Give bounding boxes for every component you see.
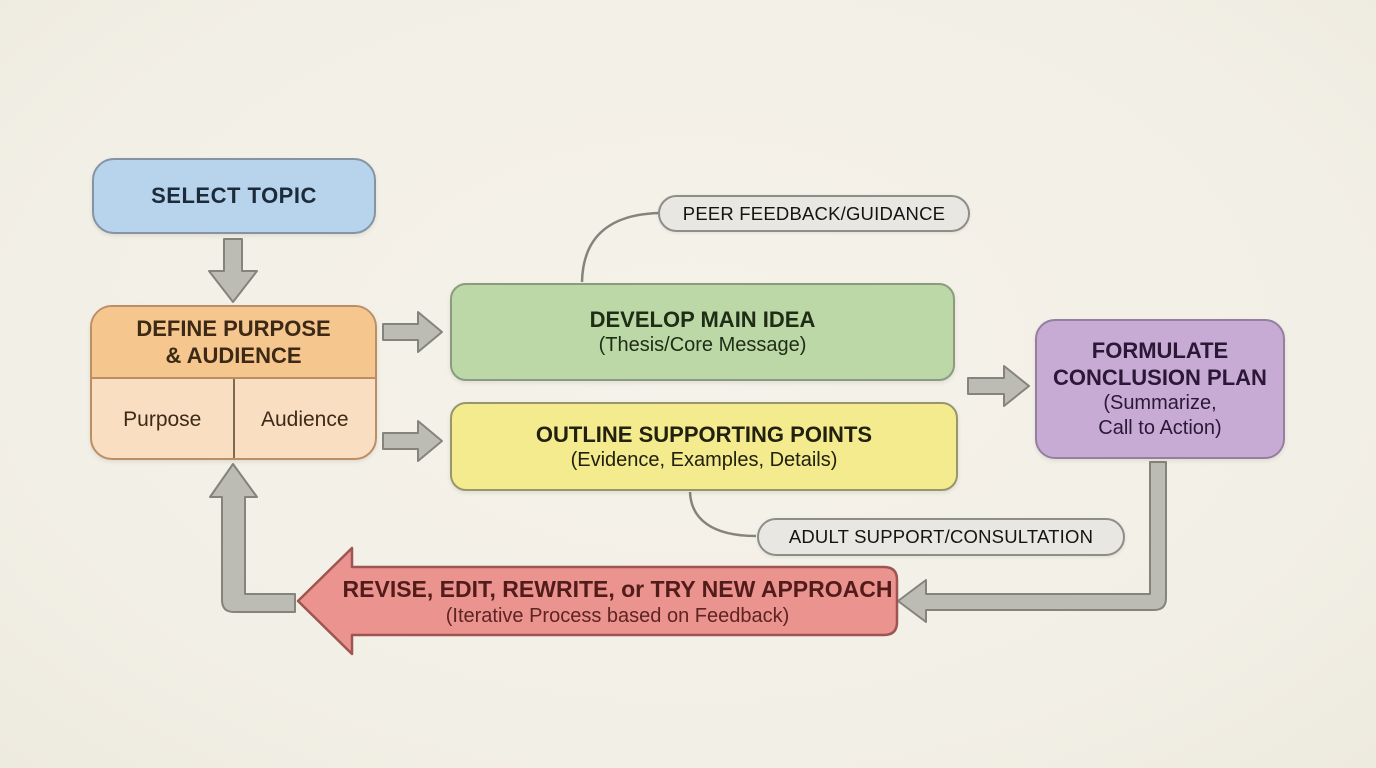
arrow-right-icon	[382, 311, 443, 353]
develop-subtitle: (Thesis/Core Message)	[598, 334, 807, 356]
develop-title: DEVELOP MAIN IDEA	[589, 307, 816, 332]
select-topic-label: SELECT TOPIC	[151, 183, 317, 208]
arrow-right-icon	[382, 420, 443, 462]
define-purpose-title-line2: & AUDIENCE	[165, 343, 302, 368]
pill-adult-support: ADULT SUPPORT/CONSULTATION	[757, 518, 1125, 556]
arrow-down-icon	[208, 238, 258, 303]
revise-title: REVISE, EDIT, REWRITE, or TRY NEW APPROA…	[342, 576, 893, 602]
purpose-cell-label: Purpose	[123, 407, 202, 431]
pill-peer-feedback: PEER FEEDBACK/GUIDANCE	[658, 195, 970, 232]
define-purpose-cells: Purpose Audience	[92, 379, 376, 458]
purpose-cell: Purpose	[92, 379, 235, 458]
node-outline-points: OUTLINE SUPPORTING POINTS (Evidence, Exa…	[450, 402, 958, 491]
peer-feedback-label: PEER FEEDBACK/GUIDANCE	[682, 202, 946, 224]
node-develop-main-idea: DEVELOP MAIN IDEA (Thesis/Core Message)	[450, 283, 955, 381]
conclusion-subtitle-line1: (Summarize,	[1103, 392, 1217, 414]
define-purpose-header: DEFINE PURPOSE & AUDIENCE	[92, 307, 375, 379]
conclusion-title-line1: FORMULATE	[1091, 338, 1229, 363]
adult-support-label: ADULT SUPPORT/CONSULTATION	[788, 526, 1094, 547]
audience-cell: Audience	[235, 379, 376, 458]
revise-subtitle: (Iterative Process based on Feedback)	[445, 605, 790, 627]
node-revise: REVISE, EDIT, REWRITE, or TRY NEW APPROA…	[335, 575, 900, 629]
outline-subtitle: (Evidence, Examples, Details)	[570, 448, 838, 471]
define-purpose-title-line1: DEFINE PURPOSE	[136, 316, 331, 341]
connector-conclusion-to-revise	[897, 461, 1167, 623]
audience-cell-label: Audience	[260, 407, 349, 431]
node-select-topic: SELECT TOPIC	[92, 158, 376, 234]
revise-arrow-shape	[296, 546, 899, 656]
conclusion-subtitle-line2: Call to Action)	[1098, 417, 1222, 439]
node-conclusion-plan: FORMULATE CONCLUSION PLAN (Summarize, Ca…	[1035, 319, 1285, 459]
curve-adult-support	[688, 491, 757, 538]
outline-title: OUTLINE SUPPORTING POINTS	[535, 421, 873, 447]
arrow-right-icon	[967, 365, 1030, 407]
curve-peer-feedback	[580, 211, 661, 283]
node-define-purpose: DEFINE PURPOSE & AUDIENCE Purpose Audien…	[90, 305, 377, 460]
connector-revise-to-define	[209, 463, 296, 613]
conclusion-title-line2: CONCLUSION PLAN	[1053, 365, 1267, 390]
